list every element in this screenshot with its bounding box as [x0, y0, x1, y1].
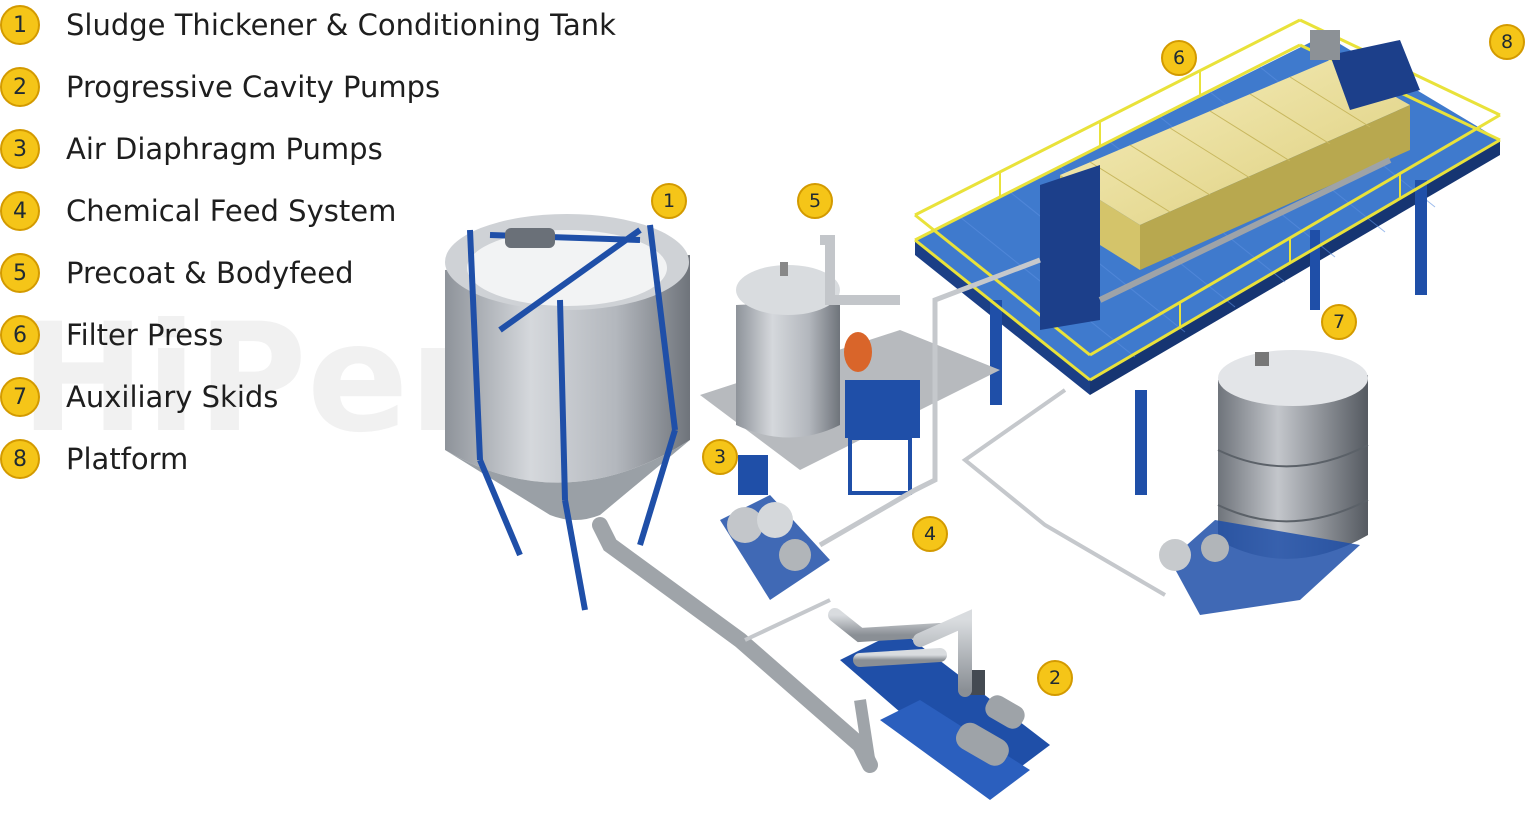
- legend-item-2: 2 Progressive Cavity Pumps: [0, 62, 440, 112]
- watermark-text: HiPer: [20, 292, 483, 466]
- progressive-cavity-pumps: [828, 608, 1050, 800]
- callout-auxiliary-skids: 7: [1321, 304, 1357, 340]
- legend-item-4: 4 Chemical Feed System: [0, 186, 396, 236]
- callout-progressive-cavity-pumps: 2: [1037, 660, 1073, 696]
- legend-number-badge: 1: [0, 5, 40, 45]
- legend-number-badge: 2: [0, 67, 40, 107]
- legend-label: Air Diaphragm Pumps: [66, 132, 383, 166]
- thickener-tank: [445, 214, 690, 611]
- legend-number-badge: 4: [0, 191, 40, 231]
- legend-item-7: 7 Auxiliary Skids: [0, 372, 278, 422]
- legend-number-badge: 3: [0, 129, 40, 169]
- legend-number-badge: 8: [0, 439, 40, 479]
- legend-label: Chemical Feed System: [66, 194, 397, 228]
- legend-item-5: 5 Precoat & Bodyfeed: [0, 248, 354, 298]
- callout-precoat-bodyfeed: 5: [797, 183, 833, 219]
- filter-press: [1040, 30, 1420, 330]
- auxiliary-tank: [1159, 350, 1369, 615]
- equipment-legend: 1 Sludge Thickener & Conditioning Tank 2…: [0, 0, 660, 490]
- diaphragm-pumps: [720, 455, 830, 600]
- legend-label: Filter Press: [66, 318, 224, 352]
- callout-thickener-tank: 1: [651, 183, 687, 219]
- process-piping: [592, 257, 1167, 773]
- legend-number-badge: 6: [0, 315, 40, 355]
- precoat-tank: [700, 235, 1000, 495]
- legend-label: Sludge Thickener & Conditioning Tank: [66, 8, 616, 42]
- legend-number-badge: 5: [0, 253, 40, 293]
- callout-chemical-feed: 4: [912, 516, 948, 552]
- legend-item-8: 8 Platform: [0, 434, 188, 484]
- legend-item-6: 6 Filter Press: [0, 310, 223, 360]
- legend-label: Platform: [66, 442, 189, 476]
- legend-label: Precoat & Bodyfeed: [66, 256, 354, 290]
- legend-label: Progressive Cavity Pumps: [66, 70, 441, 104]
- legend-label: Auxiliary Skids: [66, 380, 279, 414]
- callout-diaphragm-pumps: 3: [702, 439, 738, 475]
- callout-filter-press: 6: [1161, 40, 1197, 76]
- legend-number-badge: 7: [0, 377, 40, 417]
- legend-item-1: 1 Sludge Thickener & Conditioning Tank: [0, 0, 616, 50]
- callout-platform: 8: [1489, 24, 1525, 60]
- legend-item-3: 3 Air Diaphragm Pumps: [0, 124, 383, 174]
